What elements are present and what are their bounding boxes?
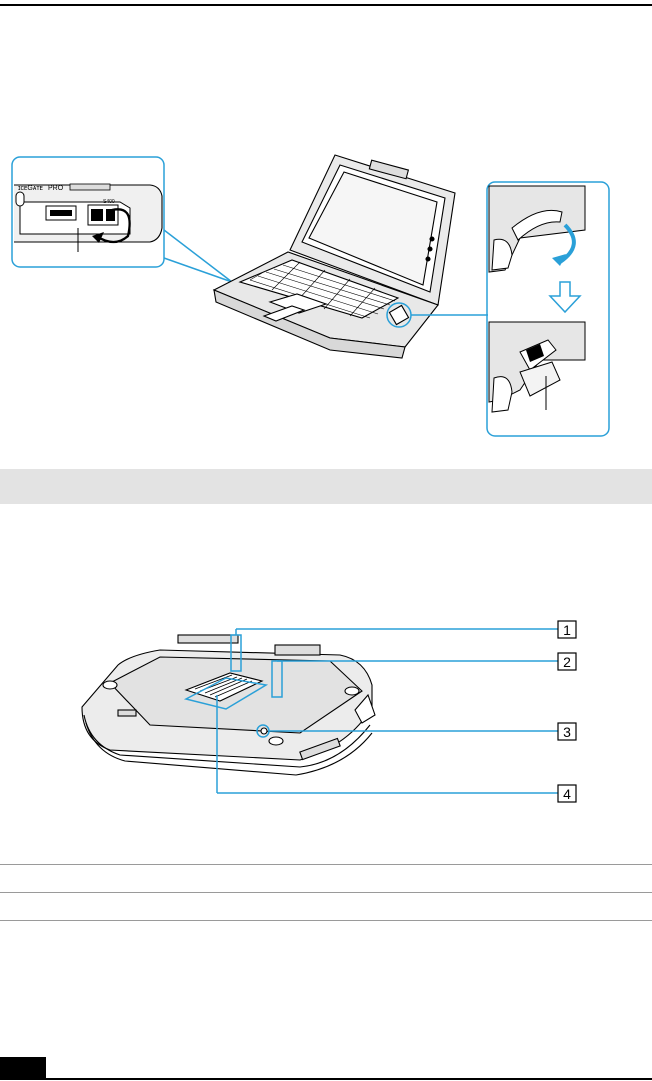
table-rule-2	[0, 892, 652, 893]
section-heading-bar	[0, 469, 652, 504]
callout-2: 2	[558, 653, 576, 670]
callout-4: 4	[558, 785, 576, 802]
footer-rule	[0, 1078, 652, 1080]
laptop-bottom-figure: 1 2 3 4	[0, 615, 652, 815]
table-rule-1	[0, 864, 652, 865]
svg-text:1: 1	[563, 622, 571, 638]
laptop-top-figure: ɪᴄᴇGᴀᴛᴇ PRO S400	[0, 0, 652, 450]
side-cover-inset	[487, 182, 609, 436]
svg-text:PRO: PRO	[48, 185, 64, 192]
svg-text:2: 2	[563, 654, 571, 670]
laptop-underside-illustration	[82, 635, 375, 775]
table-rule-3	[0, 920, 652, 921]
port-cover-inset: ɪᴄᴇGᴀᴛᴇ PRO S400	[12, 157, 164, 267]
svg-text:4: 4	[563, 786, 571, 802]
page-number-tab	[0, 1057, 46, 1080]
laptop-illustration	[214, 155, 455, 358]
svg-text:ɪᴄᴇGᴀᴛᴇ: ɪᴄᴇGᴀᴛᴇ	[18, 185, 44, 192]
callout-3: 3	[558, 723, 576, 740]
down-arrow-icon	[550, 282, 580, 312]
svg-text:3: 3	[563, 724, 571, 740]
callout-1: 1	[558, 621, 576, 638]
svg-text:S400: S400	[103, 199, 115, 205]
